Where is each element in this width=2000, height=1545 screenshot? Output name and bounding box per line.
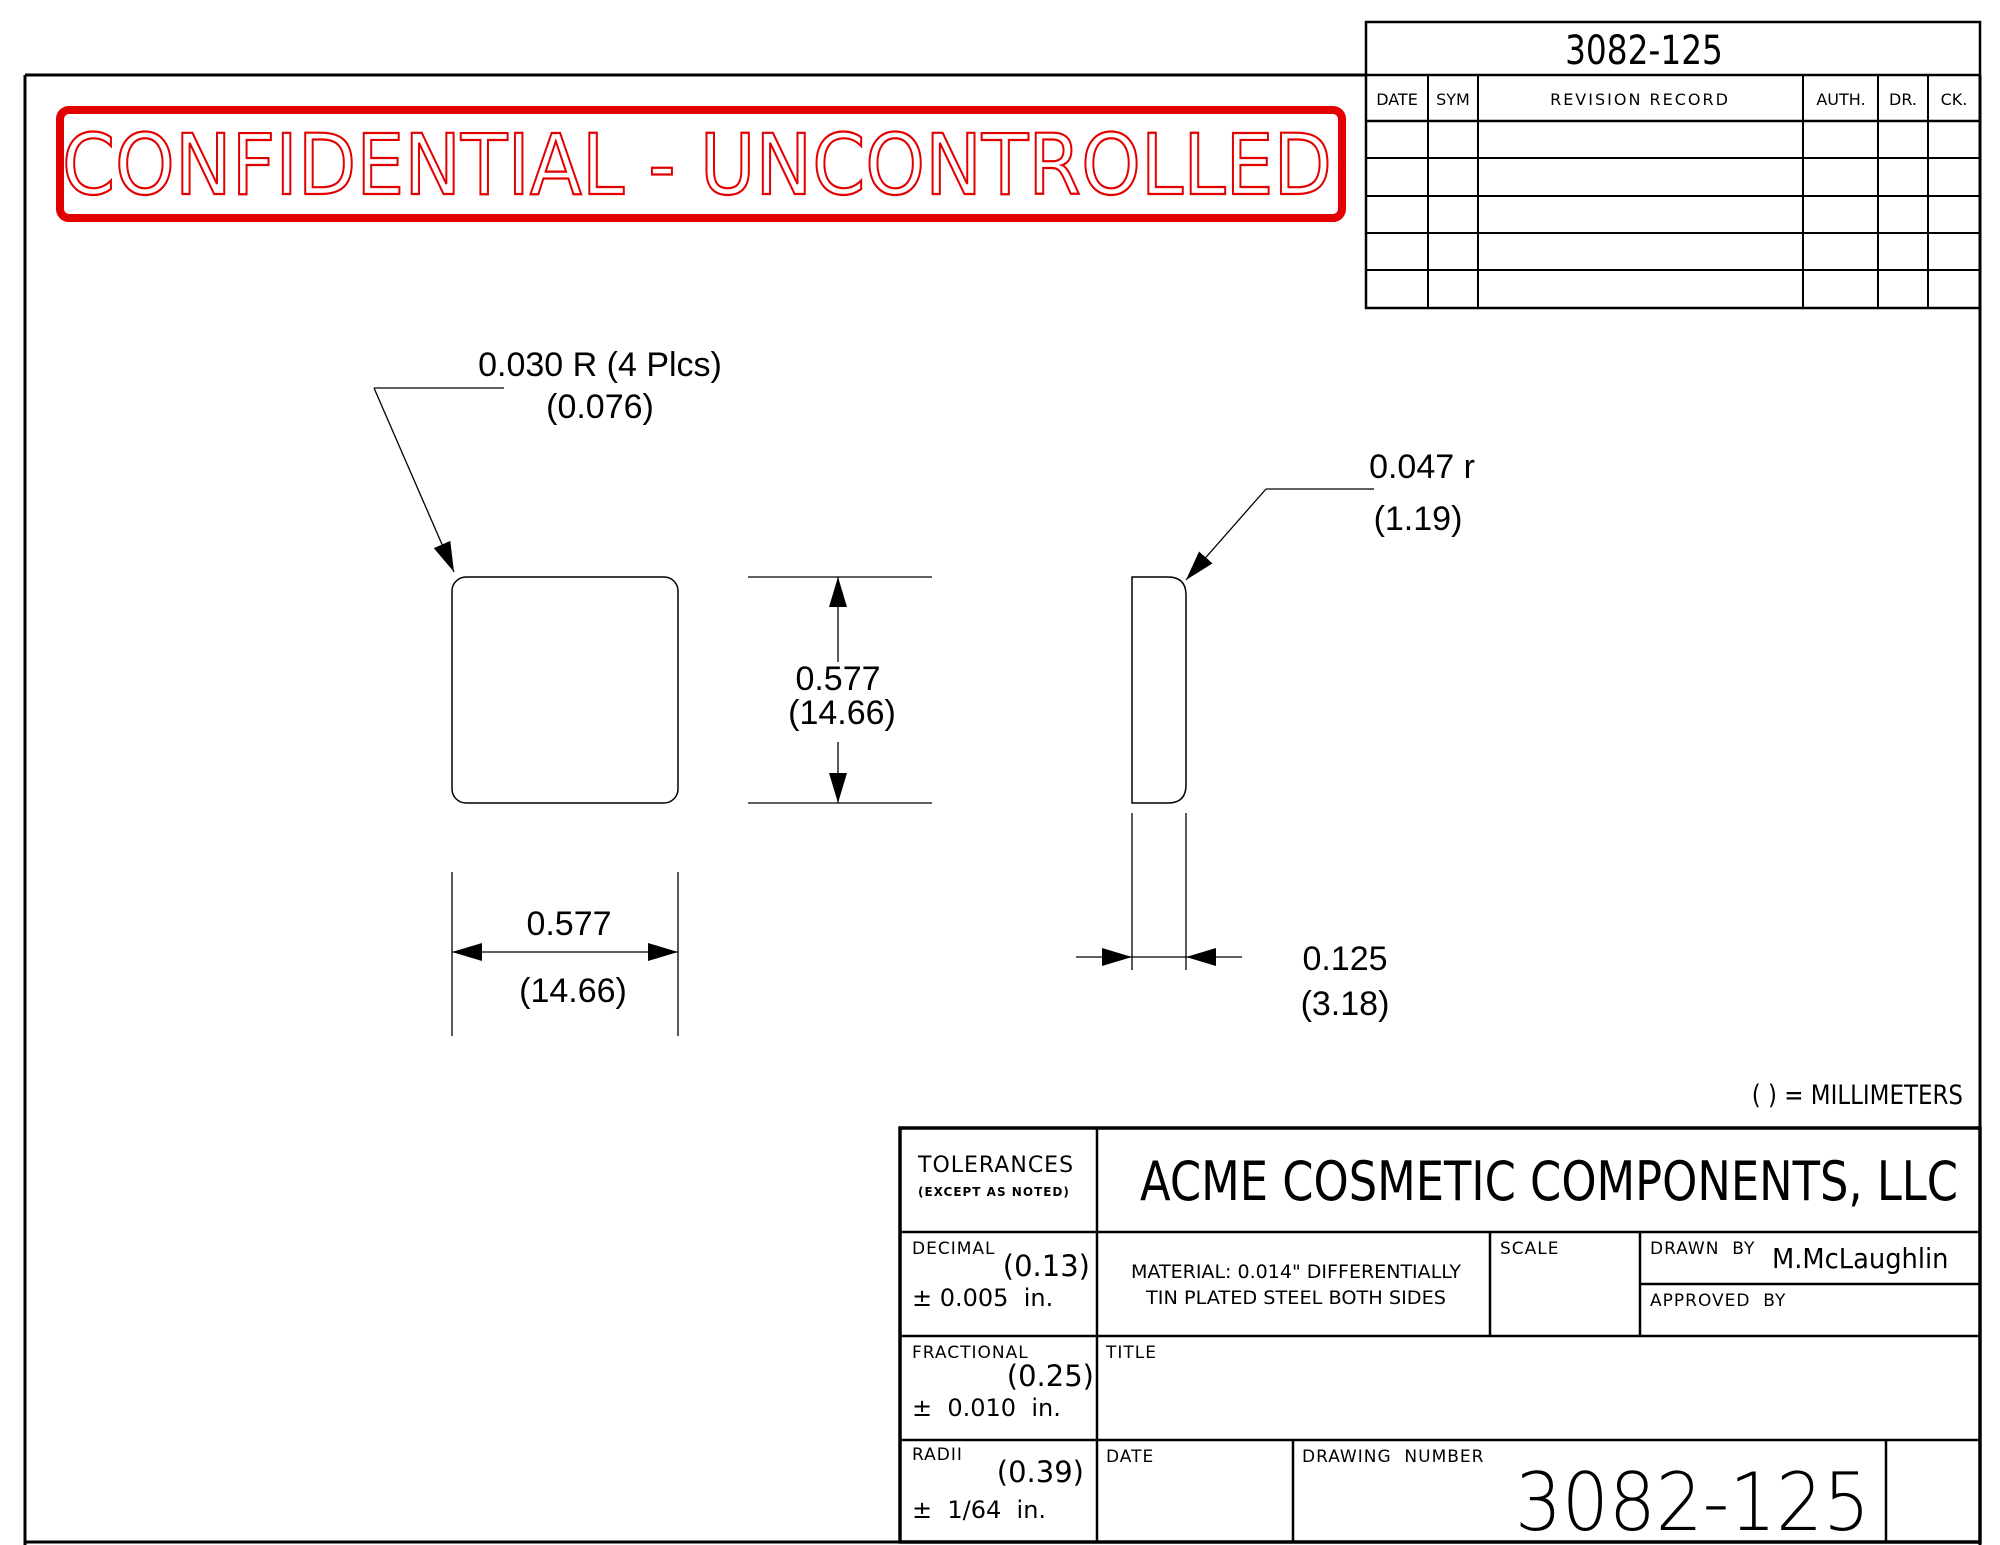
corner-radius-mm: (0.076) [546,388,654,426]
stamp-frame [56,106,1346,222]
material-line-2: TIN PLATED STEEL BOTH SIDES [1145,1287,1446,1309]
width-in: 0.577 [526,905,611,943]
material-line-1: MATERIAL: 0.014" DIFFERENTIALLY [1131,1261,1461,1283]
decimal-label: DECIMAL [912,1239,995,1259]
thickness-in: 0.125 [1302,940,1387,978]
rev-col-auth: AUTH. [1816,90,1865,109]
title-label: TITLE [1105,1343,1157,1363]
fractional-in: ± 0.010 in. [912,1394,1061,1422]
confidential-stamp: CONFIDENTIAL - UNCONTROLLED [56,106,1346,222]
rev-col-date: DATE [1376,90,1418,109]
radii-in: ± 1/64 in. [912,1496,1046,1524]
edge-radius-in: 0.047 r [1369,448,1475,486]
decimal-in: ± 0.005 in. [912,1284,1053,1312]
edge-radius-mm: (1.19) [1374,500,1463,538]
revision-drawing-number: 3082-125 [1565,27,1723,74]
title-block: TOLERANCES (EXCEPT AS NOTED) ACME COSMET… [898,1126,1982,1545]
rev-col-sym: SYM [1436,90,1470,109]
radii-label: RADII [912,1445,963,1465]
radii-mm: (0.39) [997,1455,1084,1489]
thickness-mm: (3.18) [1301,985,1390,1023]
approved-by-label: APPROVED BY [1650,1291,1786,1311]
company-name: ACME COSMETIC COMPONENTS, LLC [1140,1150,1958,1213]
drawing-border [23,73,1982,1545]
part-outline-front [451,576,679,804]
height-in: 0.577 [795,660,880,698]
part-outline-side [1131,576,1187,804]
fractional-label: FRACTIONAL [912,1343,1029,1363]
side-view: 0.047 r (1.19) 0.125 (3.18) [1076,448,1475,1023]
corner-radius-in: 0.030 R (4 Plcs) [478,346,722,384]
height-mm: (14.66) [788,694,896,732]
stamp-text: CONFIDENTIAL - UNCONTROLLED [62,116,1332,214]
drawn-by-value: M.McLaughlin [1772,1243,1949,1275]
drawing-number: 3082-125 [1515,1456,1870,1545]
revision-block: 3082-125 DATE SYM REVISION RECORD AUTH. … [1364,20,1982,310]
rev-col-ck: CK. [1941,90,1968,109]
edge-radius-leader [1185,488,1267,581]
scale-label: SCALE [1500,1239,1560,1259]
rev-col-revision-record: REVISION RECORD [1550,90,1730,109]
front-view: 0.030 R (4 Plcs) (0.076) 0.577 (14.66) 0… [373,346,932,1036]
tolerances-label: TOLERANCES [917,1153,1074,1178]
drawn-by-label: DRAWN BY [1650,1239,1755,1259]
rev-col-dr: DR. [1889,90,1917,109]
width-mm: (14.66) [519,972,627,1010]
corner-radius-leader [373,387,455,573]
tolerances-sub: (EXCEPT AS NOTED) [918,1185,1070,1199]
units-note: ( ) = MILLIMETERS [1752,1079,1963,1110]
date-label: DATE [1106,1447,1154,1467]
decimal-mm: (0.13) [1003,1249,1090,1283]
drawing-number-label: DRAWING NUMBER [1302,1447,1484,1467]
fractional-mm: (0.25) [1007,1359,1094,1393]
